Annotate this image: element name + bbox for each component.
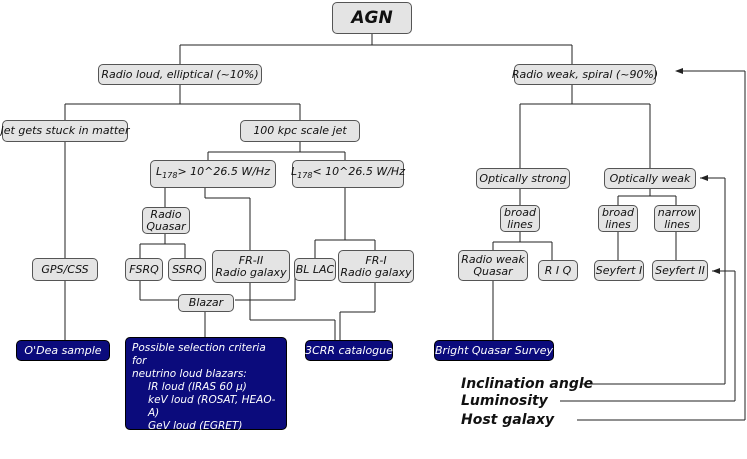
legend-luminosity: Luminosity <box>461 393 548 409</box>
radio-weak-quasar-line-2: Quasar <box>473 264 513 278</box>
riq-node[interactable]: R I Q <box>538 260 578 281</box>
jet-stuck-node[interactable]: Jet gets stuck in matter <box>1 120 129 142</box>
optically-strong-node[interactable]: Optically strong <box>476 168 570 189</box>
narrow-lines-node[interactable]: narrow lines <box>654 205 700 232</box>
narrow-lines-line-1: narrow <box>657 205 697 219</box>
fr1-line-1: FR-I <box>365 253 387 267</box>
criteria-ir: IR loud (IRAS 60 µ) <box>148 381 247 393</box>
criteria-kev: keV loud (ROSAT, HEAO-A) <box>148 394 276 419</box>
l178-high-node[interactable]: L178> 10^26.5 W/Hz <box>150 160 276 188</box>
fr2-line-1: FR-II <box>238 253 264 267</box>
connector-lines <box>64 34 746 421</box>
legend-host-galaxy: Host galaxy <box>461 412 555 428</box>
blazar-node[interactable]: Blazar <box>178 294 234 312</box>
criteria-heading-1: Possible selection criteria for <box>132 342 266 367</box>
narrow-lines-line-2: lines <box>664 217 690 231</box>
odea-sample-node[interactable]: O'Dea sample <box>16 340 110 361</box>
fr2-node[interactable]: FR-II Radio galaxy <box>212 250 290 283</box>
optically-weak-node[interactable]: Optically weak <box>604 168 696 189</box>
3crr-catalogue-node[interactable]: 3CRR catalogue <box>305 340 393 361</box>
broad-lines-node-1[interactable]: broad lines <box>500 205 540 232</box>
fsrq-node[interactable]: FSRQ <box>125 258 163 281</box>
radio-loud-node[interactable]: Radio loud, elliptical (~10%) <box>98 64 262 85</box>
selection-criteria-box[interactable]: Possible selection criteria for neutrino… <box>125 337 287 458</box>
l178-high-label: L178> 10^26.5 W/Hz <box>156 164 270 181</box>
fr1-line-2: Radio galaxy <box>340 265 412 279</box>
l178-low-node[interactable]: L178< 10^26.5 W/Hz <box>291 160 405 188</box>
legend-inclination-angle: Inclination angle <box>461 376 594 392</box>
seyfert-2-node[interactable]: Seyfert II <box>652 260 708 281</box>
radio-weak-quasar-node[interactable]: Radio weak Quasar <box>458 250 528 281</box>
radio-quasar-line-2: Quasar <box>146 219 186 233</box>
broad-lines-2-line-2: lines <box>605 217 631 231</box>
fr2-line-2: Radio galaxy <box>215 265 287 279</box>
criteria-gev: GeV loud (EGRET) <box>148 420 243 432</box>
bl-lac-node[interactable]: BL LAC <box>294 258 336 281</box>
criteria-tev: TeV loud (HEGRA, WHIPPLE) <box>148 433 241 458</box>
l178-low-label: L178< 10^26.5 W/Hz <box>291 164 405 181</box>
ssrq-node[interactable]: SSRQ <box>168 258 206 281</box>
seyfert-1-node[interactable]: Seyfert I <box>594 260 644 281</box>
broad-lines-node-2[interactable]: broad lines <box>598 205 638 232</box>
broad-lines-2-line-1: broad <box>602 205 634 219</box>
kpc-jet-node[interactable]: 100 kpc scale jet <box>240 120 360 142</box>
bright-quasar-survey-node[interactable]: Bright Quasar Survey <box>434 340 554 361</box>
radio-quasar-node[interactable]: Radio Quasar <box>142 207 190 234</box>
radio-quasar-line-1: Radio <box>150 207 182 221</box>
criteria-heading-2: neutrino loud blazars: <box>132 368 247 380</box>
radio-weak-quasar-line-1: Radio weak <box>461 252 525 266</box>
broad-lines-1-line-1: broad <box>504 205 536 219</box>
agn-node[interactable]: AGN <box>332 2 412 34</box>
gps-css-node[interactable]: GPS/CSS <box>32 258 98 281</box>
fr1-node[interactable]: FR-I Radio galaxy <box>338 250 414 283</box>
radio-weak-node[interactable]: Radio weak, spiral (~90%) <box>512 64 658 85</box>
broad-lines-1-line-2: lines <box>507 217 533 231</box>
